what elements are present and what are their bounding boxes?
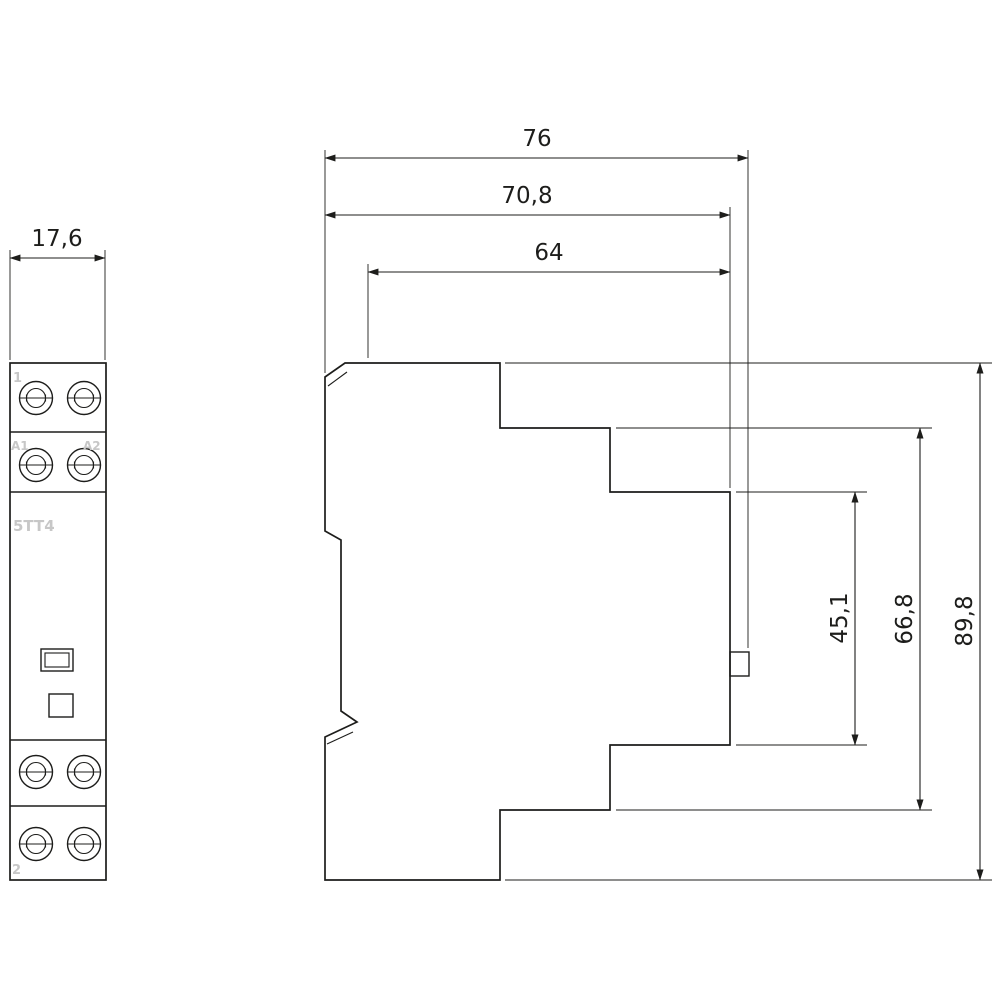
side-depth-dimensions: 76 70,8 64 <box>324 126 749 648</box>
front-width-dimension: 17,6 <box>9 226 106 360</box>
terminal-screw <box>66 380 102 416</box>
dim-text-total-height: 89,8 <box>952 595 978 646</box>
dim-text-housing-depth: 70,8 <box>501 183 552 209</box>
din-rail-clip <box>729 651 750 677</box>
dim-text-front-depth: 64 <box>534 240 563 266</box>
side-profile-outline <box>324 362 731 881</box>
front-view-outline <box>9 362 107 881</box>
label-terminal-1: 1 <box>13 371 22 386</box>
dim-text-mid-height: 66,8 <box>892 593 918 644</box>
side-view <box>324 362 750 881</box>
terminal-screw <box>18 380 54 416</box>
terminal-screw <box>66 447 102 483</box>
label-terminal-2: 2 <box>12 863 21 878</box>
label-a2: A2 <box>83 439 101 453</box>
front-view: 1 A1 A2 5TT4 2 <box>9 362 107 881</box>
release-lever-detail <box>326 731 354 745</box>
dim-text-inner-height: 45,1 <box>827 592 853 643</box>
side-height-dimensions: 45,1 66,8 89,8 <box>505 362 992 881</box>
terminal-screw <box>18 447 54 483</box>
front-button-square <box>48 693 74 718</box>
terminal-screw <box>66 826 102 862</box>
terminal-screw <box>66 754 102 790</box>
front-switch-window <box>40 648 74 672</box>
front-chamfer-detail <box>327 371 348 387</box>
label-a1: A1 <box>11 439 29 453</box>
dim-text-width: 17,6 <box>31 226 82 252</box>
label-model: 5TT4 <box>13 517 55 535</box>
front-switch-window-inner <box>44 652 70 668</box>
terminal-screw <box>18 826 54 862</box>
dim-text-total-depth: 76 <box>522 126 551 152</box>
terminal-screw <box>18 754 54 790</box>
